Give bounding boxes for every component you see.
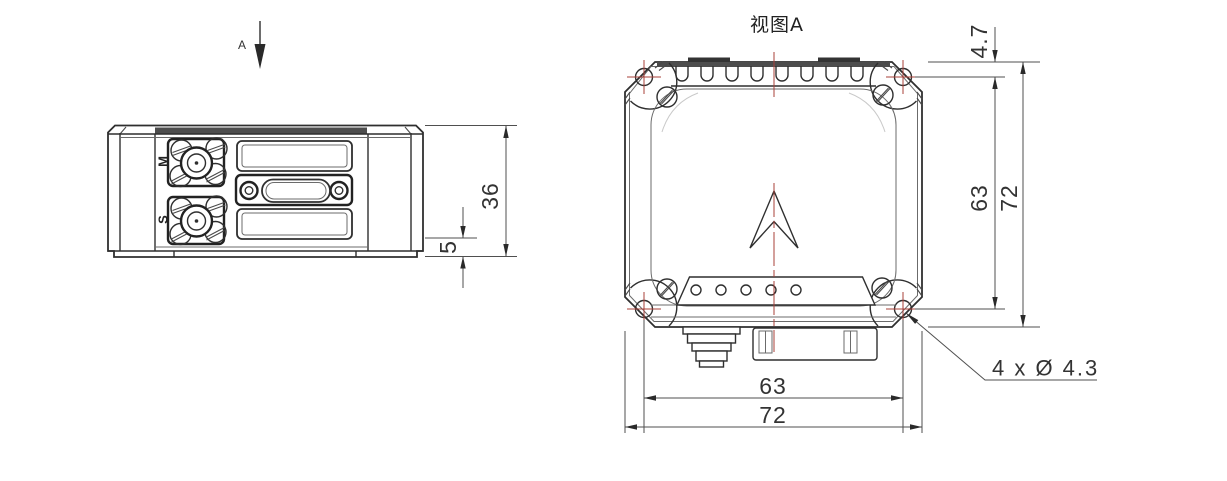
- side-view-dimensions: 36 5: [425, 125, 517, 288]
- circular-connector: [682, 326, 741, 368]
- jack-screw-icon: [239, 180, 259, 201]
- dim-flange-height: 5: [435, 240, 461, 254]
- mounting-holes: [627, 60, 920, 330]
- mounting-hole-callout: 4 x Ø 4.3: [992, 356, 1099, 381]
- indicator-hole: [690, 284, 702, 296]
- rf-connector-s: [166, 195, 228, 246]
- nameplate-top: [236, 140, 353, 172]
- view-title: 视图A: [750, 14, 804, 36]
- section-arrow-label: A: [238, 38, 246, 52]
- section-view-indicator: A: [238, 21, 266, 69]
- dim-edge-to-hole: 4.7: [966, 24, 992, 59]
- dsub-connector: [234, 173, 354, 207]
- indicator-hole: [715, 284, 727, 296]
- dim-hole-spacing-v: 63: [966, 184, 992, 212]
- corner-screw-icons: [656, 84, 894, 300]
- dim-overall-width: 72: [759, 402, 787, 428]
- port-label-m: M: [156, 156, 171, 167]
- rf-connector-m: [166, 137, 228, 188]
- front-strip: [651, 276, 896, 318]
- top-view-dimensions: 4.7 63 72 63 72 4 x Ø 4.3: [624, 24, 1099, 433]
- nameplate-bottom: [236, 208, 353, 240]
- indicator-hole: [790, 284, 802, 296]
- section-arrow-icon: [254, 44, 266, 69]
- dim-hole-spacing-h: 63: [759, 373, 787, 399]
- top-tab: [688, 57, 730, 62]
- indicator-hole: [765, 284, 777, 296]
- indicator-hole: [740, 284, 752, 296]
- port-label-s: S: [156, 215, 171, 224]
- side-view: M S: [107, 124, 424, 258]
- dim-overall-height-top: 72: [996, 184, 1022, 212]
- top-band: [155, 127, 367, 134]
- leader-line: [905, 312, 1097, 381]
- top-tab: [818, 57, 860, 62]
- dim-overall-height: 36: [477, 182, 503, 210]
- jack-screw-icon: [329, 180, 349, 201]
- dsub-connector-top: [752, 327, 878, 361]
- top-view: 视图A: [624, 14, 923, 368]
